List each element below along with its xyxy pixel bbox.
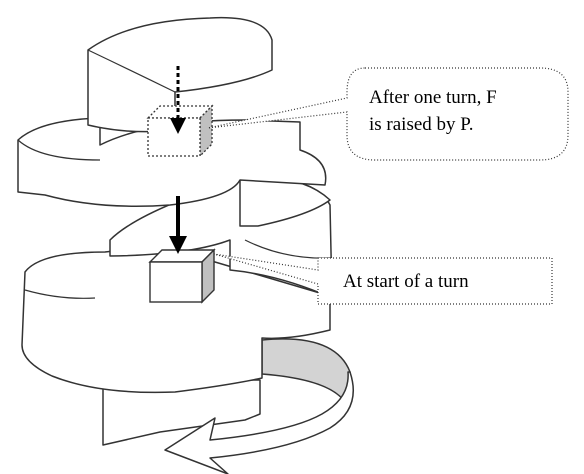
callout-bottom-bubble — [213, 253, 553, 305]
callout-start-text: At start of a turn — [343, 271, 469, 292]
shaft-lower — [102, 379, 261, 446]
callout-raised-line2: is raised by P. — [369, 114, 474, 135]
rotation-arrow-band — [261, 338, 351, 409]
callout-top-bubble — [207, 67, 569, 161]
rotation-arrow — [164, 371, 354, 474]
solid-down-arrow — [169, 196, 187, 254]
helix-top-cylinder — [87, 16, 273, 133]
helix-turn-bottom — [21, 249, 331, 394]
callout-raised-text: After one turn, F is raised by P. — [369, 84, 497, 138]
follower-block-start — [148, 248, 216, 304]
callout-raised-line1: After one turn, F — [369, 87, 497, 108]
dotted-down-arrow — [170, 66, 186, 134]
follower-block-raised — [146, 104, 214, 158]
